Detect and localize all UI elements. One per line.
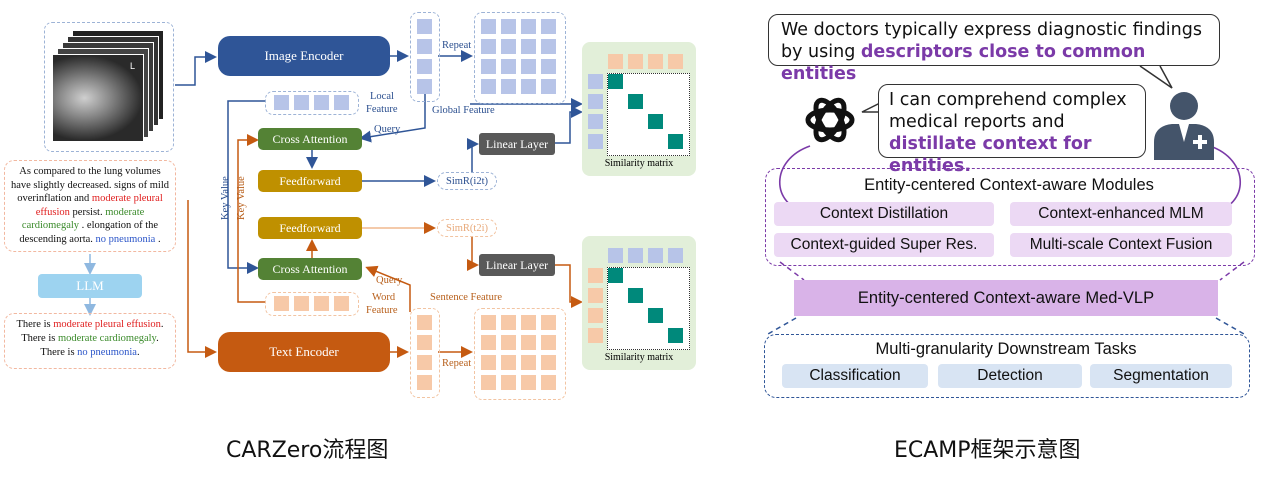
ai-speech-bubble: I can comprehend complex medical reports…: [878, 84, 1146, 176]
ecamp-caption: ECAMP框架示意图: [894, 438, 1081, 463]
sentence-feature-label: Sentence Feature: [430, 292, 503, 303]
feedforward-bottom: Feedforward: [258, 217, 362, 239]
xray-marker: L: [129, 61, 135, 71]
carzero-caption: CARZero流程图: [226, 438, 389, 463]
feedforward-top: Feedforward: [258, 170, 362, 192]
similarity-matrix-top: Similarity matrix: [582, 42, 696, 176]
task-classification: Classification: [782, 364, 928, 388]
carzero-connectors: [84, 50, 583, 358]
key-value-blue-label: Key Value: [220, 176, 231, 220]
finding-no-pneumonia: no pneumonia: [95, 233, 156, 245]
cross-attention-bottom: Cross Attention: [258, 258, 362, 280]
tasks-title: Multi-granularity Downstream Tasks: [875, 340, 1137, 358]
radiology-report: As compared to the lung volumes have sli…: [4, 160, 176, 252]
llm-block: LLM: [38, 274, 142, 298]
repeat-label-top: Repeat: [442, 40, 472, 51]
image-feature-column: [410, 12, 440, 102]
module-context-guided-super-res: Context-guided Super Res.: [774, 233, 994, 257]
query-label-bottom: Query: [376, 275, 403, 286]
task-detection: Detection: [938, 364, 1082, 388]
local-feature-row: [265, 91, 359, 115]
text-feature-grid: [474, 308, 566, 400]
query-label-top: Query: [374, 124, 401, 135]
module-context-enhanced-mlm: Context-enhanced MLM: [1010, 202, 1232, 226]
similarity-matrix-top-label: Similarity matrix: [604, 158, 674, 169]
repeat-label-bottom: Repeat: [442, 358, 472, 369]
finding-cardiomegaly: moderate cardiomegaly: [21, 206, 145, 232]
image-encoder: Image Encoder: [218, 36, 390, 76]
module-context-distillation: Context Distillation: [774, 202, 994, 226]
doctor-speech-bubble: We doctors typically express diagnostic …: [768, 14, 1220, 84]
text-encoder: Text Encoder: [218, 332, 390, 372]
word-feature-label-2: Feature: [366, 305, 398, 316]
downstream-tasks-container: [764, 334, 1250, 398]
modules-title: Entity-centered Context-aware Modules: [864, 176, 1154, 194]
doctor-icon: [1154, 92, 1214, 160]
finding-pleural-effusion: moderate pleural effusion: [35, 193, 163, 218]
xray-stack: L: [52, 30, 164, 142]
local-feature-label-1: Local: [370, 91, 394, 102]
ai-model-logo-icon: [805, 97, 855, 143]
similarity-matrix-bottom-label: Similarity matrix: [604, 352, 674, 363]
text-feature-column: [410, 308, 440, 398]
key-value-orange-label: Key Value: [236, 176, 247, 220]
simr-i2t: SimR(i2t): [437, 172, 497, 190]
linear-layer-top: Linear Layer: [479, 133, 555, 155]
cross-attention-top: Cross Attention: [258, 128, 362, 150]
med-vlp-block: Entity-centered Context-aware Med-VLP: [794, 280, 1218, 316]
entity-modules-container: [765, 168, 1255, 266]
module-multi-scale-context-fusion: Multi-scale Context Fusion: [1010, 233, 1232, 257]
llm-summary: There is moderate pleural effusion. Ther…: [4, 313, 176, 369]
word-feature-row: [265, 292, 359, 316]
word-feature-label-1: Word: [372, 292, 396, 303]
simr-t2i: SimR(t2i): [437, 219, 497, 237]
linear-layer-bottom: Linear Layer: [479, 254, 555, 276]
task-segmentation: Segmentation: [1090, 364, 1232, 388]
similarity-matrix-bottom: Similarity matrix: [582, 236, 696, 370]
image-feature-grid: [474, 12, 566, 104]
global-feature-label: Global Feature: [432, 105, 495, 116]
chest-xray-image: L: [52, 54, 144, 142]
local-feature-label-2: Feature: [366, 104, 398, 115]
xray-input-frame: [44, 22, 174, 152]
